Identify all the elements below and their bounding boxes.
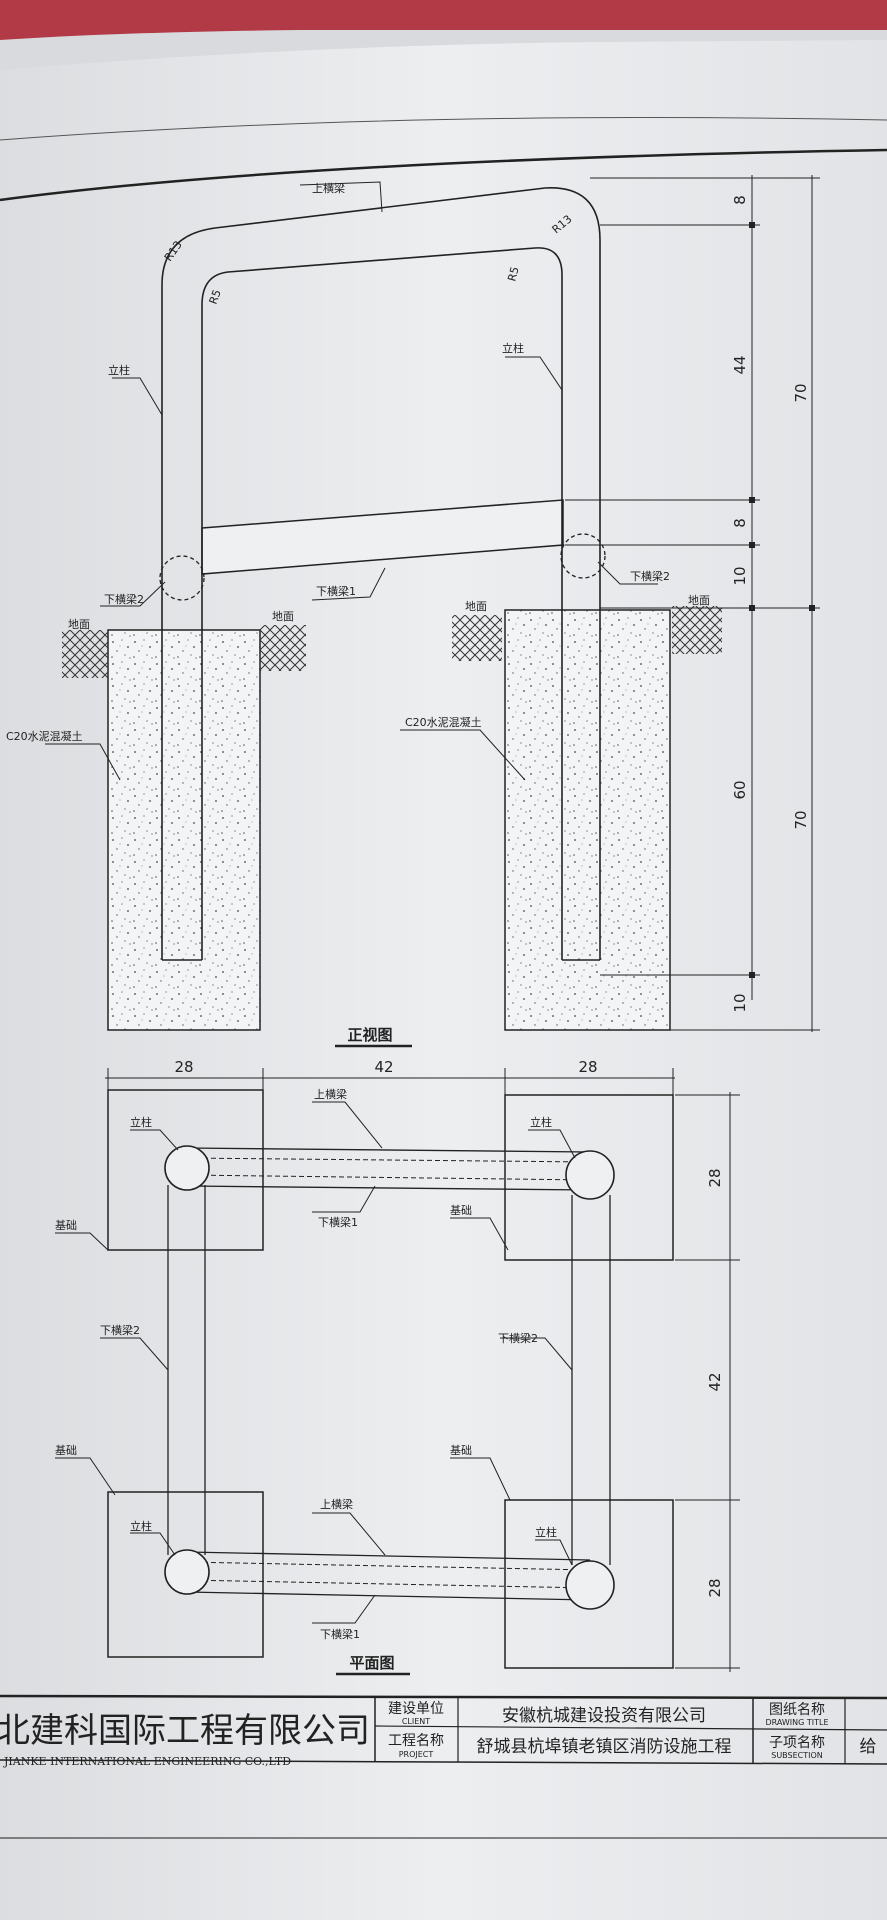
plan-label-top-beam-bottom: 上横梁 bbox=[320, 1497, 353, 1511]
dim-8-top: 8 bbox=[731, 195, 749, 205]
front-dimension-ticks bbox=[749, 222, 815, 978]
label-r5-left: R5 bbox=[207, 288, 224, 306]
front-view-title: 正视图 bbox=[347, 1026, 392, 1044]
plan-horizontal-dims bbox=[105, 1068, 675, 1095]
plan-bottom-beam-edge-2 bbox=[186, 1591, 591, 1601]
concrete-foundation-right bbox=[504, 609, 671, 1031]
plan-view: 28 42 28 28 42 28 立柱 立柱 立柱 立柱 上横梁 上横梁 下横… bbox=[55, 1058, 740, 1676]
frame-top-line bbox=[0, 148, 887, 202]
frame-outer-outline bbox=[161, 187, 601, 960]
drawing-title-label-cn: 图纸名称 bbox=[769, 1702, 825, 1718]
plan-label-post-br: 立柱 bbox=[535, 1525, 557, 1539]
ground-hatch-2 bbox=[260, 625, 306, 671]
lower-beam-2-right-section bbox=[560, 533, 606, 579]
plan-top-beam-edge-2 bbox=[186, 1185, 591, 1191]
label-top-beam: 上横梁 bbox=[312, 181, 345, 195]
label-lower-beam-2-right: 下横梁2 bbox=[630, 569, 670, 583]
label-ground-3: 地面 bbox=[465, 600, 487, 613]
label-post-left: 立柱 bbox=[108, 363, 130, 377]
dim-plan-right-42: 42 bbox=[706, 1372, 724, 1391]
dim-60: 60 bbox=[731, 780, 749, 799]
plan-label-lower-beam-2-right: 下横梁2 bbox=[498, 1331, 538, 1345]
subsection-label-cn: 子项名称 bbox=[769, 1735, 825, 1751]
red-desk-edge bbox=[0, 0, 887, 40]
plan-label-lower-beam-2-left: 下横梁2 bbox=[100, 1323, 140, 1337]
ground-hatch-1 bbox=[62, 630, 108, 678]
foundation-bl bbox=[107, 1491, 264, 1658]
dim-plan-top-28-right: 28 bbox=[578, 1058, 597, 1076]
label-ground-1: 地面 bbox=[68, 618, 90, 631]
ground-hatch-3 bbox=[452, 615, 502, 661]
label-lower-beam-1: 下横梁1 bbox=[316, 584, 356, 598]
project-label-cn: 工程名称 bbox=[388, 1733, 444, 1749]
plan-label-top-beam-top: 上横梁 bbox=[314, 1087, 347, 1101]
plan-top-beam-dashed-1 bbox=[186, 1157, 591, 1163]
plan-label-post-bl: 立柱 bbox=[130, 1519, 152, 1533]
lower-beam-2-left-section bbox=[159, 555, 205, 601]
title-block: 北建科国际工程有限公司 JIANKE INTERNATIONAL ENGINEE… bbox=[0, 1694, 887, 1768]
plan-label-post-tl: 立柱 bbox=[130, 1115, 152, 1129]
plan-view-title: 平面图 bbox=[349, 1654, 394, 1672]
plan-bottom-beam-edge-1 bbox=[186, 1551, 591, 1561]
label-post-right: 立柱 bbox=[502, 341, 524, 355]
plan-leaders bbox=[55, 1101, 576, 1624]
plan-label-foundation-tr: 基础 bbox=[450, 1204, 472, 1217]
post-circle-bl bbox=[164, 1549, 210, 1595]
plan-label-lower-beam-1-top: 下横梁1 bbox=[318, 1215, 358, 1229]
post-circle-br bbox=[565, 1560, 615, 1610]
plan-top-beam-dashed-2 bbox=[186, 1174, 591, 1181]
project-value: 舒城县杭埠镇老镇区消防设施工程 bbox=[477, 1737, 732, 1757]
subsection-value: 给 bbox=[860, 1737, 877, 1757]
front-leaders bbox=[45, 181, 658, 781]
dim-10-mid: 10 bbox=[731, 566, 749, 585]
dim-8-mid: 8 bbox=[731, 518, 749, 528]
client-label-en: CLIENT bbox=[402, 1717, 430, 1726]
client-value: 安徽杭城建设投资有限公司 bbox=[502, 1706, 706, 1726]
foundation-tl bbox=[107, 1089, 264, 1251]
plan-label-foundation-bl: 基础 bbox=[55, 1444, 77, 1457]
label-concrete-left: C20水泥混凝土 bbox=[6, 729, 83, 743]
dim-44: 44 bbox=[731, 355, 749, 374]
label-ground-4: 地面 bbox=[688, 594, 710, 607]
plan-bottom-beam-dashed-1 bbox=[186, 1561, 591, 1571]
dim-plan-right-28-top: 28 bbox=[706, 1168, 724, 1187]
label-lower-beam-2-left: 下横梁2 bbox=[104, 592, 144, 606]
plan-bottom-beam-dashed-2 bbox=[186, 1579, 591, 1589]
project-label-en: PROJECT bbox=[399, 1750, 434, 1759]
label-concrete-right: C20水泥混凝土 bbox=[405, 715, 482, 729]
foundation-tr bbox=[504, 1094, 674, 1261]
label-ground-2: 地面 bbox=[272, 610, 294, 623]
dim-plan-top-28-left: 28 bbox=[174, 1058, 193, 1076]
plan-label-foundation-br: 基础 bbox=[450, 1444, 472, 1457]
dim-70-top: 70 bbox=[792, 383, 810, 402]
label-r5-right: R5 bbox=[505, 265, 521, 283]
dim-plan-right-28-bottom: 28 bbox=[706, 1578, 724, 1597]
plan-label-foundation-tl: 基础 bbox=[55, 1219, 77, 1232]
foundation-br bbox=[504, 1499, 674, 1669]
post-circle-tr bbox=[565, 1150, 615, 1200]
plan-label-post-tr: 立柱 bbox=[530, 1115, 552, 1129]
front-view: 正视图 上横梁 立柱 立柱 下横梁1 下横梁2 下横梁2 地面 地面 地面 地面… bbox=[6, 175, 820, 1048]
plan-label-lower-beam-1-bottom: 下横梁1 bbox=[320, 1627, 360, 1641]
client-label-cn: 建设单位 bbox=[388, 1701, 444, 1717]
dim-10-bottom: 10 bbox=[731, 993, 749, 1012]
frame-outer-line bbox=[0, 117, 887, 141]
front-dimension-lines bbox=[565, 175, 820, 1032]
ground-hatch-4 bbox=[672, 606, 722, 654]
drawing-title-label-en: DRAWING TITLE bbox=[765, 1718, 828, 1727]
post-circle-tl bbox=[164, 1145, 210, 1191]
frame-inner-outline bbox=[201, 247, 563, 960]
company-name-en: JIANKE INTERNATIONAL ENGINEERING CO.,LTD bbox=[3, 1755, 291, 1768]
dim-70-bottom: 70 bbox=[792, 810, 810, 829]
concrete-foundation-left bbox=[107, 629, 261, 1031]
subsection-label-en: SUBSECTION bbox=[771, 1751, 823, 1760]
plan-top-beam-edge-1 bbox=[186, 1147, 591, 1153]
dim-plan-top-42: 42 bbox=[374, 1058, 393, 1076]
company-name-cn: 北建科国际工程有限公司 bbox=[0, 1711, 370, 1751]
paper-sheet bbox=[0, 40, 887, 1920]
plan-vertical-dims bbox=[675, 1092, 740, 1672]
